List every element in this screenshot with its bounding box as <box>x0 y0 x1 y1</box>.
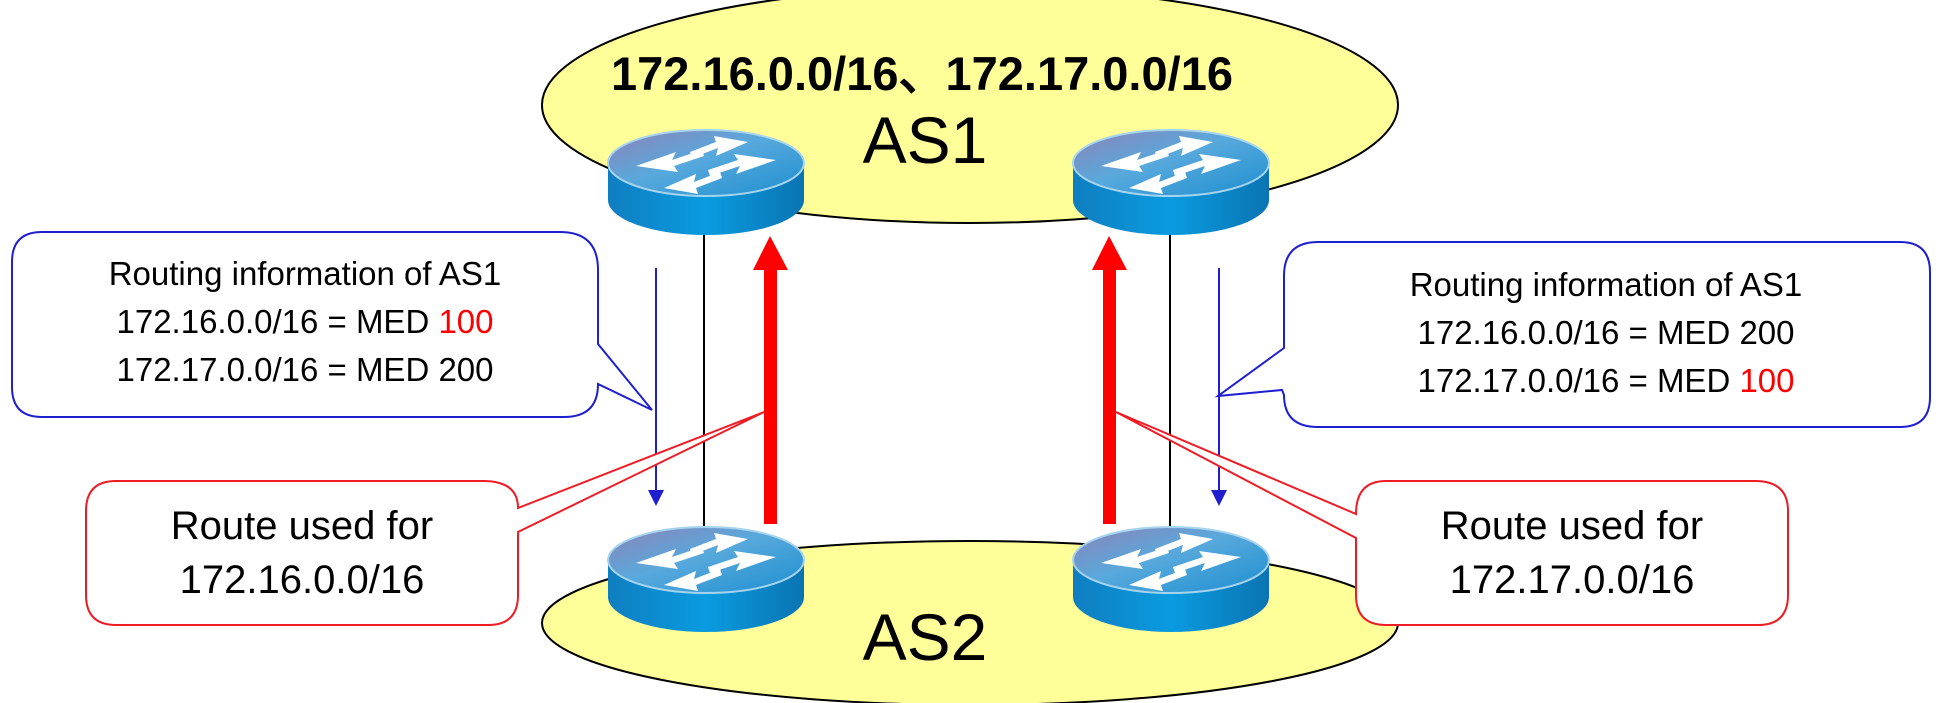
as2-label: AS2 <box>863 600 988 674</box>
route-right-line2: 172.17.0.0/16 <box>1450 558 1695 602</box>
router-icon <box>1072 526 1270 633</box>
callout-right: Routing information of AS1 172.16.0.0/16… <box>1214 241 1931 428</box>
as1-prefixes: 172.16.0.0/16、172.17.0.0/16 <box>611 47 1233 100</box>
callout-left: Routing information of AS1 172.16.0.0/16… <box>11 231 653 418</box>
route-callout-left: Route used for 172.16.0.0/16 <box>85 411 765 626</box>
route-left-line2: 172.16.0.0/16 <box>180 558 425 602</box>
router-icon <box>1072 129 1270 236</box>
route-right-line1: Route used for <box>1441 504 1703 548</box>
route-left-line1: Route used for <box>171 504 433 548</box>
router-icon <box>607 526 805 633</box>
callout-left-line1: 172.16.0.0/16 = MED 100 <box>116 303 493 340</box>
callout-left-title: Routing information of AS1 <box>109 255 502 292</box>
advertisement-arrow-right <box>1211 268 1227 506</box>
callout-right-line2: 172.17.0.0/16 = MED 100 <box>1417 362 1794 399</box>
router-icon <box>607 129 805 236</box>
callout-right-title: Routing information of AS1 <box>1410 266 1803 303</box>
advertisement-arrow-left <box>648 268 664 506</box>
callout-right-line1: 172.16.0.0/16 = MED 200 <box>1417 314 1794 351</box>
as1-label: AS1 <box>863 103 988 177</box>
med-value-highlight: 100 <box>438 303 493 340</box>
traffic-arrow-left <box>753 236 788 524</box>
callout-left-line2: 172.17.0.0/16 = MED 200 <box>116 351 493 388</box>
route-callout-right: Route used for 172.17.0.0/16 <box>1115 411 1789 626</box>
med-value-highlight: 100 <box>1739 362 1794 399</box>
traffic-arrow-right <box>1092 236 1127 524</box>
